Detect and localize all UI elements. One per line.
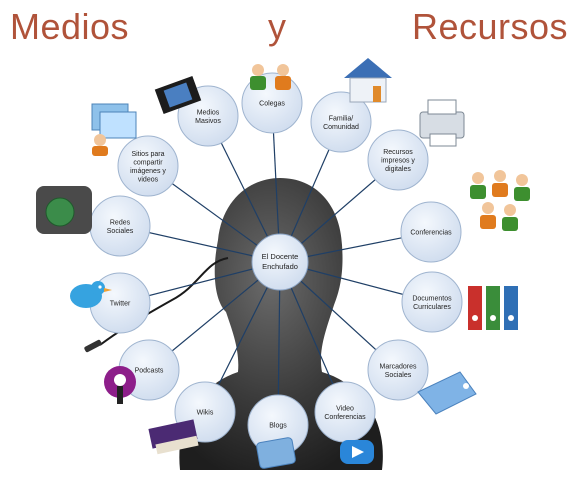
node-bubbles: MediosMasivosColegasFamilia/ComunidadRec… xyxy=(89,72,463,456)
node-label-sitios-3: videos xyxy=(138,176,159,183)
node-label-redes-0: Redes xyxy=(110,219,131,226)
node-label-familia-1: Comunidad xyxy=(323,124,359,131)
node-circle-familia xyxy=(310,91,372,153)
node-label-marcadores-0: Marcadores xyxy=(380,363,417,370)
node-label-redes-1: Sociales xyxy=(107,228,134,235)
center-node: El Docente Enchufado xyxy=(251,233,309,291)
node-label-colegas-0: Colegas xyxy=(259,101,285,108)
center-label-line-1: El Docente xyxy=(262,252,299,261)
bird-icon xyxy=(70,281,112,308)
node-label-sitios-0: Sitios para xyxy=(131,151,164,158)
node-circle-conferencias xyxy=(400,201,462,263)
node-label-recursos-2: digitales xyxy=(385,166,411,173)
group-icon xyxy=(470,170,530,231)
film-strip-icon xyxy=(154,75,202,115)
binders-icon xyxy=(468,286,518,330)
node-label-video-1: Conferencias xyxy=(324,414,366,421)
node-label-recursos-0: Recursos xyxy=(383,149,413,156)
node-label-twitter-0: Twitter xyxy=(110,301,131,308)
blog-icon xyxy=(256,437,296,469)
book-icon xyxy=(148,419,199,455)
node-label-podcasts-0: Podcasts xyxy=(135,368,164,375)
node-circle-documentos xyxy=(401,271,463,333)
video-chat-icon xyxy=(340,440,374,464)
node-circle-marcadores xyxy=(367,339,429,401)
tag-icon xyxy=(417,371,477,415)
node-label-marcadores-1: Sociales xyxy=(385,372,412,379)
node-conferencias: Conferencias xyxy=(400,201,462,263)
node-circle-recursos xyxy=(367,129,429,191)
center-label-line-2: Enchufado xyxy=(262,262,298,271)
node-label-conferencias-0: Conferencias xyxy=(410,230,452,237)
node-label-medios-masivos-0: Medios xyxy=(197,109,220,116)
photo-icon xyxy=(91,103,137,156)
node-label-sitios-1: compartir xyxy=(133,159,163,166)
node-label-blogs-0: Blogs xyxy=(269,423,287,430)
printer-icon xyxy=(419,99,465,147)
house-icon xyxy=(344,58,392,103)
title-word-recursos: Recursos xyxy=(412,6,569,47)
node-familia: Familia/Comunidad xyxy=(310,91,372,153)
globe-network-icon xyxy=(36,186,92,234)
node-label-documentos-0: Documentos xyxy=(412,295,452,302)
node-label-familia-0: Familia/ xyxy=(329,115,354,122)
node-label-documentos-1: Curriculares xyxy=(413,304,451,311)
node-label-medios-masivos-1: Masivos xyxy=(195,118,221,125)
node-blogs: Blogs xyxy=(247,394,309,456)
node-label-recursos-1: impresos y xyxy=(381,158,415,165)
podcast-icon xyxy=(104,366,136,404)
node-label-video-0: Video xyxy=(336,405,354,412)
people-icon xyxy=(250,64,291,90)
node-label-wikis-0: Wikis xyxy=(197,410,214,417)
title-word-medios: Medios xyxy=(10,6,130,47)
title-word-y: y xyxy=(268,6,287,47)
node-label-sitios-2: imágenes y xyxy=(130,168,166,175)
node-circle-sitios xyxy=(117,135,179,197)
